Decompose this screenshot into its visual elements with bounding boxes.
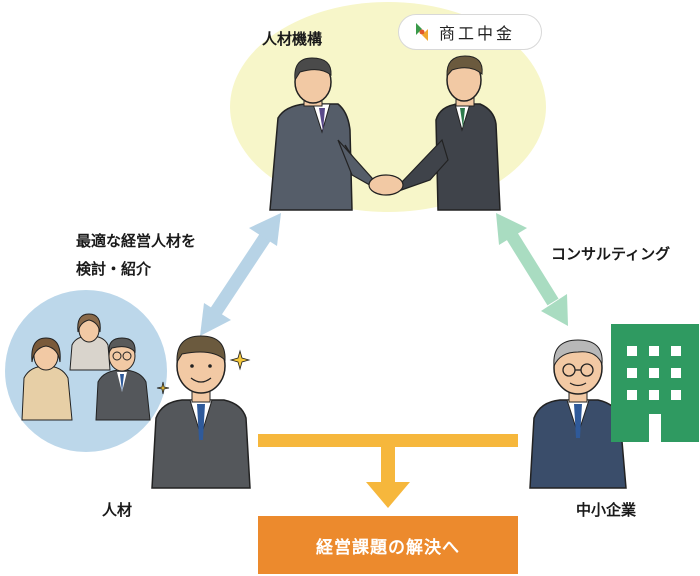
sme-label: 中小企業 <box>576 501 637 519</box>
handshake-illustration <box>269 55 501 211</box>
result-label: 経営課題の解決へ <box>316 537 460 558</box>
building-icon <box>611 324 699 442</box>
talent-man-illustration <box>151 335 251 489</box>
shokochukin-logo-icon <box>416 23 428 41</box>
logo-text: 商工中金 <box>439 24 516 43</box>
talent-label: 人材 <box>102 501 133 519</box>
left-caption-line2: 検討・紹介 <box>76 260 152 278</box>
left-double-arrow <box>200 213 281 336</box>
right-double-arrow <box>496 213 568 326</box>
right-caption: コンサルティング <box>551 245 671 263</box>
result-box: 経営課題の解決へ <box>258 516 518 574</box>
sparkle-icon <box>229 349 251 371</box>
sparkle-icon <box>156 381 170 395</box>
left-caption-line1: 最適な経営人材を <box>76 232 197 250</box>
hub-title: 人材機構 <box>262 30 323 48</box>
shokochukin-logo: 商工中金 <box>398 14 542 50</box>
sme-man-illustration <box>529 339 627 489</box>
flow-arrow <box>258 434 518 508</box>
talent-group-illustration <box>5 290 167 452</box>
